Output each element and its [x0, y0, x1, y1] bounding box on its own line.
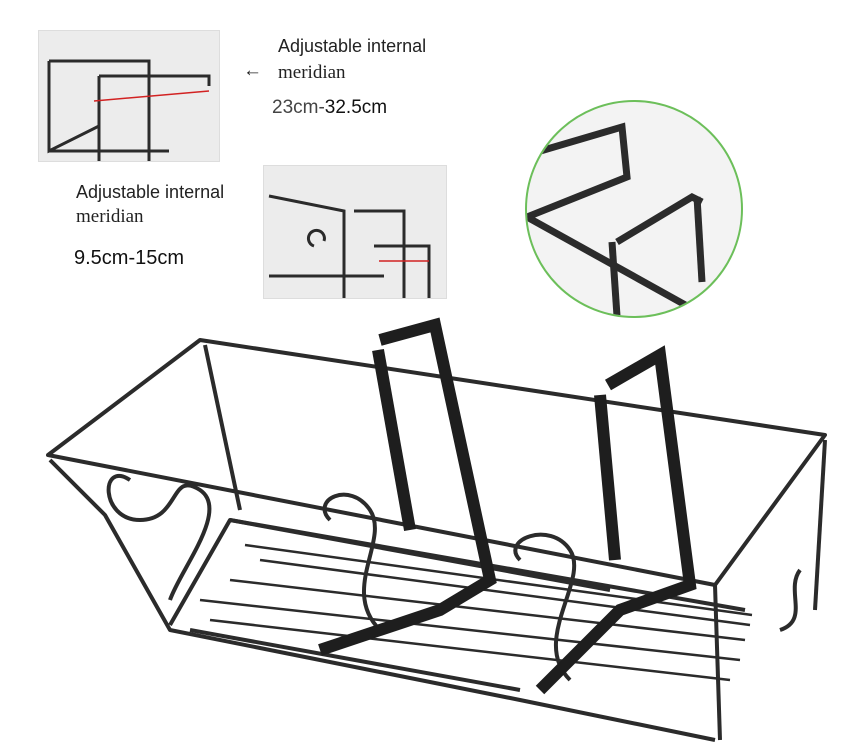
middle-callout-range: 9.5cm-15cm: [74, 247, 185, 269]
range-end: 32.5cm: [324, 97, 388, 118]
circle-detail: [525, 100, 743, 318]
top-callout-range: 23cm-32.5cm: [272, 97, 387, 119]
middle-callout-title: Adjustable internal: [76, 182, 225, 202]
inset-photo-middle: [263, 165, 447, 299]
hook-closeup-illustration: [527, 122, 709, 316]
hook-detail-illustration: [47, 59, 211, 161]
top-callout-subtitle: meridian: [278, 62, 346, 83]
top-callout-arrow: ←: [243, 60, 262, 81]
middle-callout-subtitle: meridian: [76, 206, 144, 227]
bracket-detail-illustration: [268, 194, 431, 298]
range-start: 23cm-: [272, 97, 325, 118]
inset-photo-top: [38, 30, 220, 162]
top-callout-title: Adjustable internal: [278, 36, 427, 56]
